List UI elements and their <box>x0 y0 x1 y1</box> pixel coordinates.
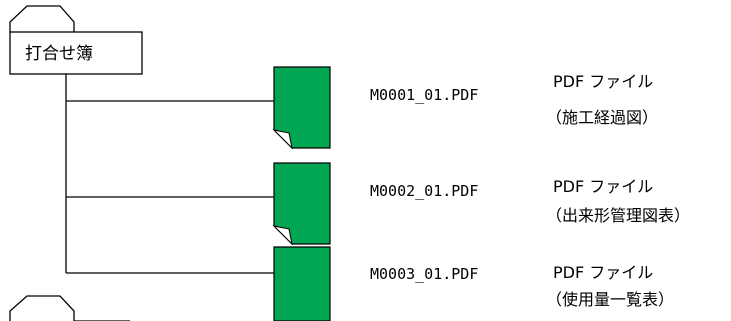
file-type: PDF ファイル <box>553 72 654 91</box>
pdf-document-icon <box>273 246 331 321</box>
file-name: M0003_01.PDF <box>370 265 479 283</box>
file-description: （施工経過図） <box>546 108 659 127</box>
file-description: （使用量一覧表） <box>546 290 675 309</box>
file-name: M0001_01.PDF <box>370 86 479 104</box>
pdf-document-icon <box>272 66 331 150</box>
file-description: （出来形管理図表） <box>546 206 691 225</box>
folder-icon <box>9 295 130 321</box>
file-name: M0002_01.PDF <box>370 182 479 200</box>
pdf-document-icon <box>272 162 331 246</box>
file-type: PDF ファイル <box>553 263 654 282</box>
file-type: PDF ファイル <box>553 177 654 196</box>
folder-label: 打合せ簿 <box>25 44 93 64</box>
folder-icon <box>9 5 143 75</box>
